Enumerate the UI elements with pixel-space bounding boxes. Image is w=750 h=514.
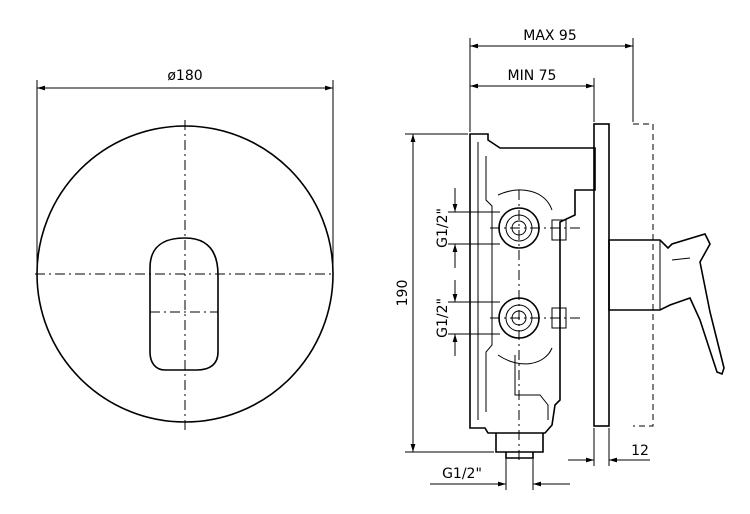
side-view: MAX 95 MIN 75 190 G1/2" G1/2" G1/2" bbox=[395, 28, 725, 490]
lower-side-fitting bbox=[551, 307, 567, 329]
plate-thickness-label: 12 bbox=[631, 443, 649, 459]
diameter-label: ø180 bbox=[167, 68, 202, 84]
max-plate-hidden bbox=[633, 123, 654, 427]
front-view: ø180 bbox=[35, 68, 335, 430]
connection-bottom-label: G1/2" bbox=[442, 466, 482, 482]
connection-middle-label: G1/2" bbox=[435, 298, 451, 338]
min-depth-label: MIN 75 bbox=[508, 68, 557, 84]
valve-body-inner bbox=[477, 142, 493, 420]
bottom-fitting bbox=[495, 433, 544, 459]
lever-detail bbox=[659, 240, 691, 310]
connection-top-label: G1/2" bbox=[435, 208, 451, 248]
max-depth-label: MAX 95 bbox=[523, 28, 577, 44]
valve-body-outline bbox=[469, 133, 596, 434]
cover-plate-side bbox=[593, 123, 610, 427]
lever-side bbox=[608, 233, 725, 376]
upper-side-fitting bbox=[551, 219, 567, 241]
height-label: 190 bbox=[395, 280, 411, 307]
body-inner-curves bbox=[497, 189, 553, 420]
lever-handle-outline bbox=[149, 237, 219, 371]
